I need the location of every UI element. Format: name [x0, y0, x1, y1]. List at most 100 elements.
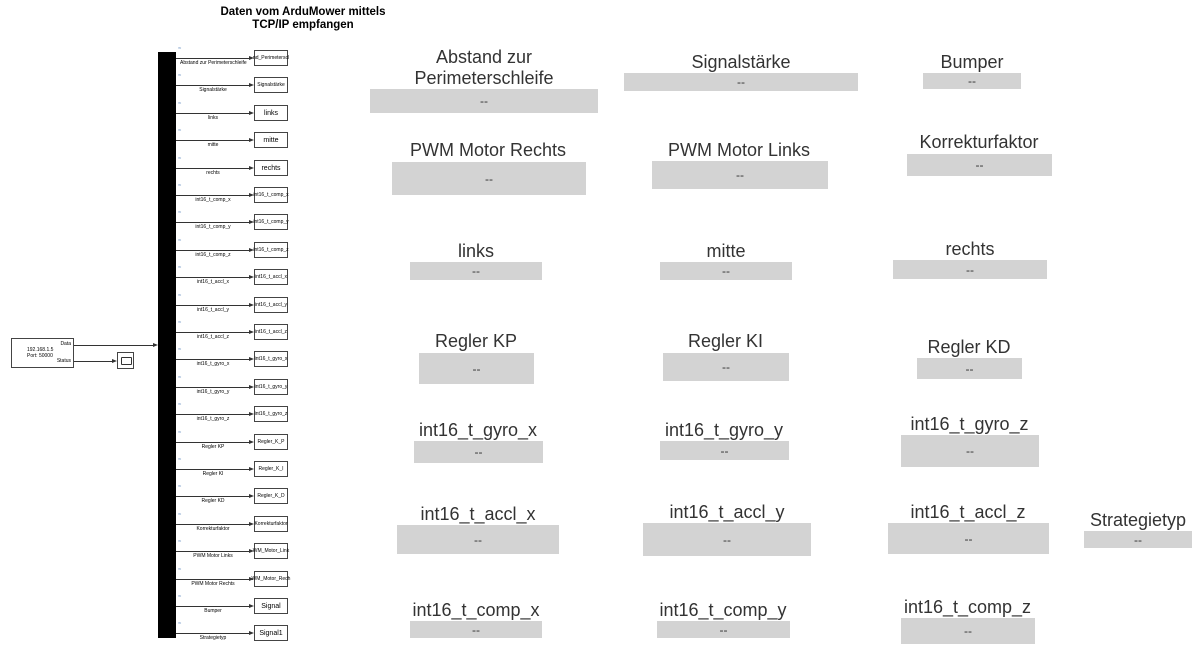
display-pwm-rechts[interactable]: PWM Motor Rechts --: [390, 140, 586, 196]
display-label: int16_t_comp_x: [412, 600, 540, 620]
signal-target-block[interactable]: WM_Motor_Rech: [252, 571, 290, 587]
display-korrektur[interactable]: Korrekturfaktor --: [905, 132, 1053, 177]
bus-selector[interactable]: [158, 52, 176, 638]
signal-line: [176, 606, 249, 607]
signal-label: rechts: [206, 170, 220, 176]
display-links[interactable]: links --: [410, 241, 542, 281]
signal-target-block[interactable]: int16_t_comp_z: [253, 242, 289, 258]
display-accl-y[interactable]: int16_t_accl_y --: [643, 502, 811, 556]
status-line: [74, 361, 112, 362]
display-value: --: [893, 260, 1047, 279]
display-strategie[interactable]: Strategietyp --: [1084, 510, 1192, 549]
port-data-label: Data: [60, 341, 71, 347]
display-value: --: [1084, 531, 1192, 548]
display-label: int16_t_comp_y: [659, 600, 787, 620]
display-kd[interactable]: Regler KD --: [916, 337, 1022, 379]
signal-target-block[interactable]: int16_t_comp_x: [253, 187, 289, 203]
wifi-icon: ≈: [178, 402, 182, 408]
signal-label: int16_t_accl_z: [197, 334, 229, 340]
signal-arrow: [249, 631, 254, 635]
display-bumper[interactable]: Bumper --: [922, 52, 1022, 89]
signal-arrow: [249, 440, 254, 444]
display-ki[interactable]: Regler KI --: [662, 331, 789, 381]
signal-target-block[interactable]: nd_Perimeterscl: [253, 50, 289, 66]
signal-target-block[interactable]: WM_Motor_Link: [253, 543, 289, 559]
display-abstand[interactable]: Abstand zur Perimeterschleife --: [370, 47, 598, 113]
signal-arrow: [249, 166, 254, 170]
tcpip-receive-block[interactable]: Data 192.168.1.5 Port: 50000 Status: [11, 338, 74, 368]
display-label: Regler KP: [434, 331, 518, 351]
signal-target-block[interactable]: rechts: [254, 160, 288, 176]
signal-label: links: [207, 115, 218, 121]
display-label: Regler KD: [927, 337, 1011, 357]
signal-target-block[interactable]: Signalstärke: [254, 77, 288, 93]
signal-label: int16_t_accl_x: [197, 279, 229, 285]
wifi-icon: ≈: [178, 265, 182, 271]
display-value: --: [923, 73, 1021, 89]
display-pwm-links[interactable]: PWM Motor Links --: [650, 140, 828, 190]
display-comp-z[interactable]: int16_t_comp_z --: [900, 597, 1035, 645]
signal-arrow: [249, 467, 254, 471]
display-accl-x[interactable]: int16_t_accl_x --: [397, 504, 559, 554]
signal-arrow: [249, 330, 254, 334]
signal-target-block[interactable]: int16_t_accl_x: [254, 269, 288, 285]
display-value: --: [888, 523, 1049, 554]
display-value: --: [397, 525, 559, 554]
wifi-icon: ≈: [178, 430, 182, 436]
display-accl-z[interactable]: int16_t_accl_z --: [887, 502, 1049, 554]
signal-line: [176, 414, 249, 415]
signal-target-block[interactable]: mitte: [254, 132, 288, 148]
display-kp[interactable]: Regler KP --: [418, 331, 534, 384]
wifi-icon: ≈: [178, 73, 182, 79]
signal-line: [176, 85, 249, 86]
scope-display-block[interactable]: [117, 352, 134, 369]
display-value: --: [414, 441, 543, 463]
display-value: --: [370, 89, 598, 113]
display-value: --: [643, 523, 811, 556]
display-value: --: [410, 621, 542, 638]
display-signalstaerke[interactable]: Signalstärke --: [624, 52, 858, 92]
signal-label: int16_t_gyro_y: [196, 389, 230, 395]
display-gyro-y[interactable]: int16_t_gyro_y --: [659, 420, 789, 461]
signal-target-block[interactable]: Regler_K_P: [254, 434, 288, 450]
signal-target-block[interactable]: int16_t_comp_y: [253, 214, 289, 230]
signal-target-block[interactable]: int16_t_gyro_y: [254, 379, 288, 395]
display-mitte[interactable]: mitte --: [660, 241, 792, 281]
wifi-icon: ≈: [178, 46, 182, 52]
display-gyro-x[interactable]: int16_t_gyro_x --: [413, 420, 543, 464]
display-rechts[interactable]: rechts --: [893, 239, 1047, 280]
signal-line: [176, 58, 249, 59]
display-gyro-z[interactable]: int16_t_gyro_z --: [900, 414, 1039, 467]
signal-label: PWM Motor Links: [193, 553, 233, 559]
signal-target-block[interactable]: Signal1: [254, 625, 288, 641]
signal-target-block[interactable]: int16_t_accl_z: [254, 324, 288, 340]
signal-target-block[interactable]: Signal: [254, 598, 288, 614]
signal-arrow: [249, 385, 254, 389]
signal-target-block[interactable]: int16_t_accl_y: [254, 297, 288, 313]
display-comp-y[interactable]: int16_t_comp_y --: [656, 600, 790, 639]
wifi-icon: ≈: [178, 320, 182, 326]
diagram-title: Daten vom ArduMower mittels TCP/IP empfa…: [200, 6, 406, 32]
signal-arrow: [249, 220, 254, 224]
wifi-icon: ≈: [178, 375, 182, 381]
signal-target-block[interactable]: Regler_K_I: [254, 461, 288, 477]
signal-target-block[interactable]: links: [254, 105, 288, 121]
signal-label: Regler KP: [201, 444, 225, 450]
signal-arrow: [249, 303, 254, 307]
signal-line: [176, 387, 249, 388]
signal-target-block[interactable]: Regler_K_D: [254, 488, 288, 504]
display-value: --: [901, 618, 1035, 644]
port-number: Port: 50000: [27, 352, 53, 359]
display-label: PWM Motor Rechts: [409, 140, 567, 160]
signal-arrow: [249, 357, 254, 361]
signal-target-block[interactable]: Korrekturfaktor: [254, 516, 288, 532]
display-label: int16_t_gyro_z: [910, 414, 1029, 434]
display-label: Bumper: [940, 52, 1004, 72]
display-value: --: [901, 435, 1039, 467]
signal-target-block[interactable]: int16_t_gyro_x: [254, 351, 288, 367]
signal-target-block[interactable]: int16_t_gyro_z: [254, 406, 288, 422]
display-comp-x[interactable]: int16_t_comp_x --: [410, 600, 542, 639]
wifi-icon: ≈: [178, 539, 182, 545]
display-label: int16_t_accl_x: [420, 504, 536, 524]
display-label: int16_t_accl_y: [669, 502, 785, 522]
